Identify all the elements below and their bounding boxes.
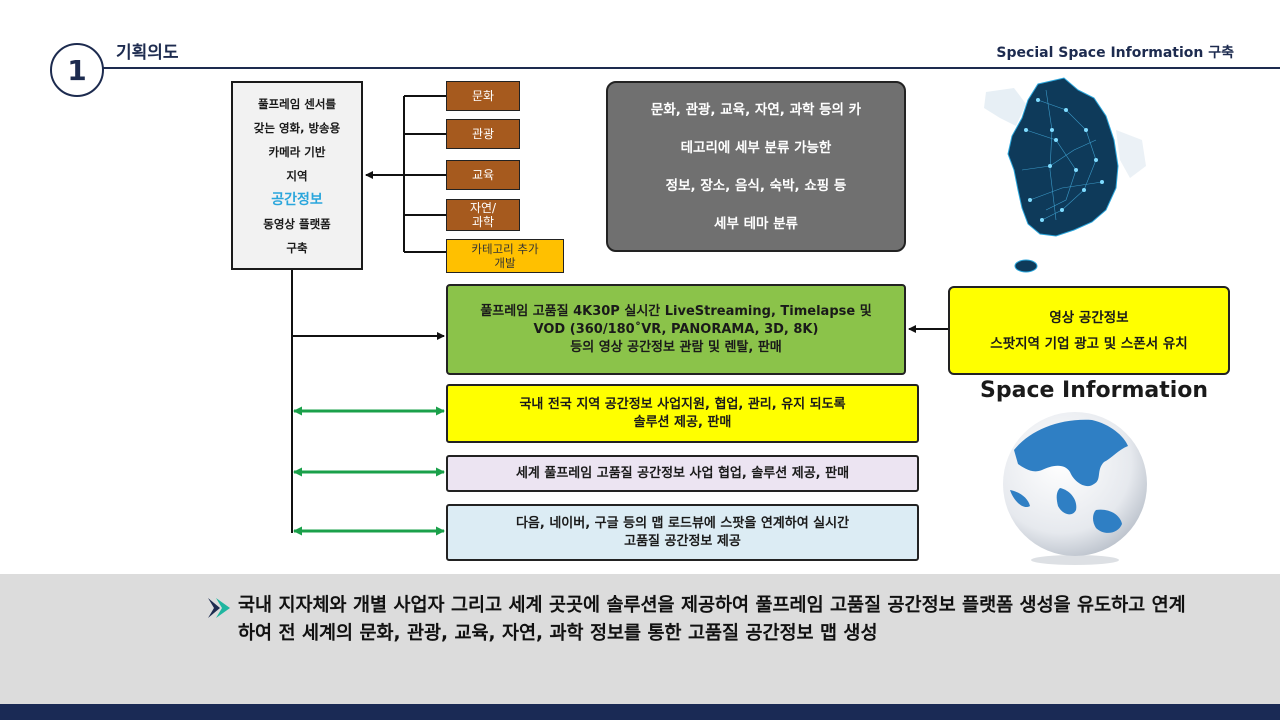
category-description-line: 세부 테마 분류 [714, 215, 798, 232]
streaming-line: VOD (360/180˚VR, PANORAMA, 3D, 8K) [533, 321, 819, 337]
header-right-title: Special Space Information 구축 [996, 45, 1234, 61]
world-solution-line: 세계 풀프레임 고품질 공간정보 사업 협업, 솔루션 제공, 판매 [515, 465, 850, 481]
header-divider [95, 67, 1280, 69]
streaming-line: 등의 영상 공간정보 관람 및 렌탈, 판매 [570, 339, 782, 355]
main-box-line: 동영상 플랫폼 [263, 216, 331, 231]
summary-text: 국내 지자체와 개별 사업자 그리고 세계 곳곳에 솔루션을 제공하여 풀프레임… [238, 595, 1186, 644]
category-description-box: 문화, 관광, 교육, 자연, 과학 등의 카 테고리에 세부 분류 가능한 정… [606, 81, 906, 252]
chevron-bullet-icon [208, 598, 230, 618]
main-box-line: 지역 [286, 168, 308, 183]
category-tourism: 관광 [446, 119, 520, 149]
section-title: 기획의도 [116, 43, 179, 63]
korea-map-icon [984, 77, 1146, 273]
map-roadview-line: 다음, 네이버, 구글 등의 맵 로드뷰에 스팟을 연계하여 실시간 [515, 515, 850, 531]
section-number: 1 [50, 43, 104, 97]
platform-main-box: 풀프레임 센서를 갖는 영화, 방송용 카메라 기반 지역 공간정보 동영상 플… [231, 81, 363, 270]
space-information-label: Space Information [980, 378, 1209, 403]
category-culture: 문화 [446, 81, 520, 111]
summary-band [0, 574, 1280, 704]
category-description-line: 테고리에 세부 분류 가능한 [680, 139, 832, 156]
main-box-highlight: 공간정보 [271, 191, 323, 208]
streaming-service-box: 풀프레임 고품질 4K30P 실시간 LiveStreaming, Timela… [446, 284, 906, 375]
domestic-solution-box: 국내 전국 지역 공간정보 사업지원, 협업, 관리, 유지 되도록 솔루션 제… [446, 384, 919, 443]
footer-bar [0, 704, 1280, 720]
streaming-line: 풀프레임 고품질 4K30P 실시간 LiveStreaming, Timela… [480, 303, 872, 319]
category-description-line: 문화, 관광, 교육, 자연, 과학 등의 카 [650, 101, 862, 118]
main-box-line: 구축 [286, 240, 308, 255]
domestic-solution-line: 솔루션 제공, 판매 [633, 414, 732, 430]
main-box-line: 풀프레임 센서를 [257, 96, 337, 111]
main-box-line: 카메라 기반 [268, 144, 326, 159]
world-solution-box: 세계 풀프레임 고품질 공간정보 사업 협업, 솔루션 제공, 판매 [446, 455, 919, 492]
category-education: 교육 [446, 160, 520, 190]
main-box-line: 갖는 영화, 방송용 [253, 120, 341, 135]
map-roadview-box: 다음, 네이버, 구글 등의 맵 로드뷰에 스팟을 연계하여 실시간 고품질 공… [446, 504, 919, 561]
map-roadview-line: 고품질 공간정보 제공 [624, 533, 741, 549]
category-add-development: 카테고리 추가 개발 [446, 239, 564, 273]
domestic-solution-line: 국내 전국 지역 공간정보 사업지원, 협업, 관리, 유지 되도록 [519, 396, 846, 412]
category-description-line: 정보, 장소, 음식, 숙박, 쇼핑 등 [665, 177, 847, 194]
category-nature-science: 자연/ 과학 [446, 199, 520, 231]
globe-icon [1003, 412, 1147, 565]
sponsor-line: 영상 공간정보 [1049, 309, 1129, 326]
sponsor-box: 영상 공간정보 스팟지역 기업 광고 및 스폰서 유치 [948, 286, 1230, 375]
sponsor-line: 스팟지역 기업 광고 및 스폰서 유치 [990, 335, 1188, 352]
